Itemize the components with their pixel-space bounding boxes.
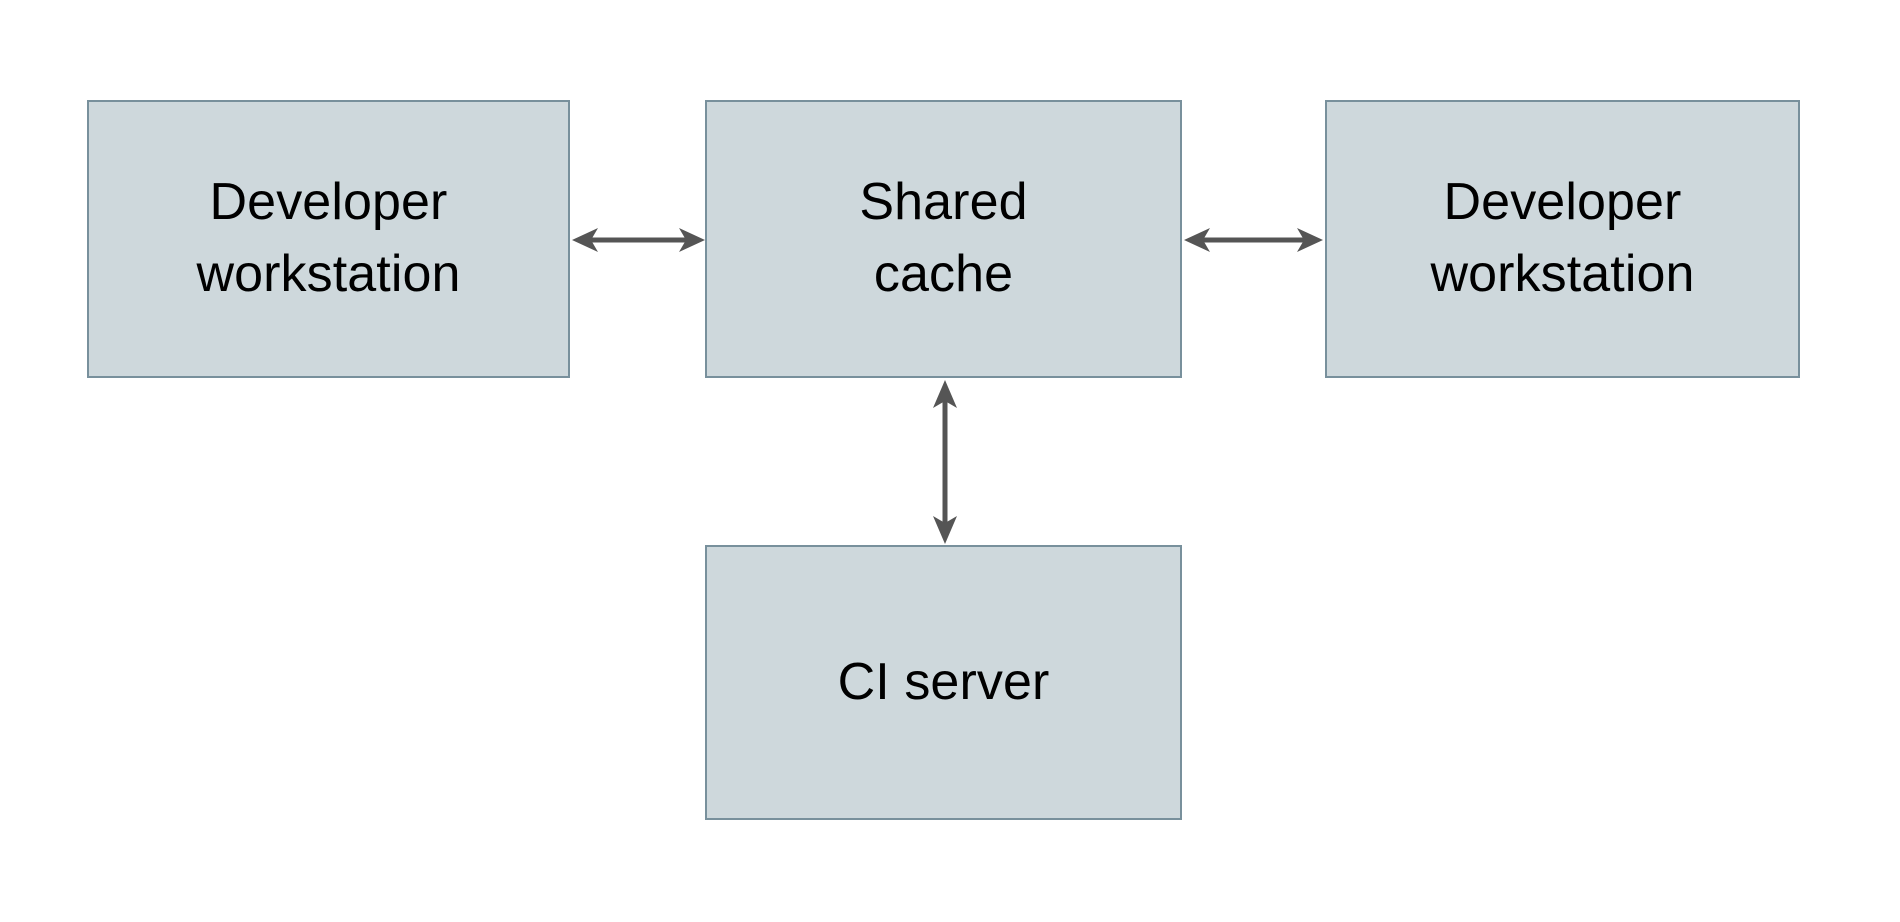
node-label-shared-cache: Shared cache — [859, 173, 1028, 303]
double-arrow-icon — [933, 380, 957, 544]
node-label-developer-workstation-left: Developer workstation — [196, 173, 461, 303]
double-arrow-icon — [1184, 228, 1323, 252]
node-developer-workstation-right[interactable]: Developer workstation — [1325, 100, 1800, 378]
double-arrow-icon — [572, 228, 705, 252]
node-label-ci-server: CI server — [837, 652, 1050, 711]
node-ci-server[interactable]: CI server — [705, 545, 1182, 820]
node-developer-workstation-left[interactable]: Developer workstation — [87, 100, 570, 378]
node-label-developer-workstation-right: Developer workstation — [1430, 173, 1695, 303]
node-shared-cache[interactable]: Shared cache — [705, 100, 1182, 378]
connector-cache-to-ci-server[interactable] — [917, 380, 973, 544]
connector-cache-to-right-workstation[interactable] — [1184, 212, 1323, 268]
connector-left-workstation-to-cache[interactable] — [572, 212, 705, 268]
